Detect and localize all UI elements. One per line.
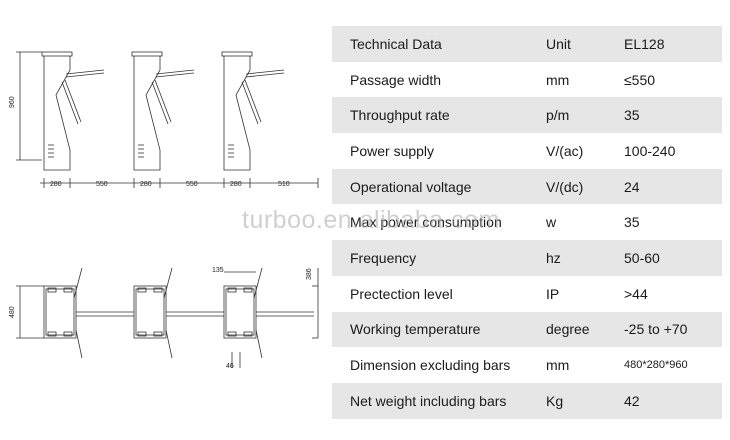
spec-param: Passage width [350, 71, 442, 88]
svg-text:510: 510 [278, 181, 290, 188]
spec-param: Power supply [350, 142, 435, 159]
spec-row: Prectection level IP >44 [332, 276, 722, 312]
height-label: 960 [9, 96, 16, 108]
spec-unit: V/(ac) [546, 142, 584, 159]
spec-row: Dimension excluding bars mm 480*280*960 [332, 347, 722, 383]
spec-value: EL128 [624, 26, 722, 62]
spec-unit: IP [546, 285, 560, 302]
spec-param: Operational voltage [332, 168, 546, 205]
svg-text:280: 280 [50, 181, 62, 188]
spec-param: Dimension excluding bars [350, 357, 511, 374]
technical-drawings: 960 280 550 280 550 280 510 [9, 51, 319, 370]
turnstile-side-3 [221, 51, 285, 171]
svg-text:550: 550 [186, 181, 198, 188]
spec-param: Prectection level [350, 285, 453, 302]
spec-unit: Kg [546, 382, 624, 419]
spec-value: 100-240 [624, 142, 676, 159]
plan-bottom-label: 46 [226, 363, 234, 370]
spec-param: Net weight including bars [332, 382, 546, 419]
svg-text:280: 280 [230, 181, 242, 188]
svg-text:550: 550 [96, 181, 108, 188]
spec-value: ≤550 [624, 71, 656, 88]
plan-view [16, 267, 319, 368]
spec-value: 35 [624, 97, 722, 134]
plan-width-label: 135 [212, 267, 224, 274]
spec-value: 42 [624, 382, 722, 419]
spec-value: 24 [624, 168, 722, 205]
spec-row: Power supply V/(ac) 100-240 [332, 133, 722, 169]
plan-height-label: 480 [9, 306, 16, 318]
spec-unit: mm [546, 71, 570, 88]
spec-param: Technical Data [332, 26, 546, 62]
spec-unit: mm [546, 357, 570, 374]
spec-unit: w [546, 214, 557, 231]
turnstile-side-2 [131, 51, 195, 171]
spec-param: Max power consumption [350, 214, 502, 231]
spec-row: Passage width mm ≤550 [332, 62, 722, 98]
spec-unit: V/(dc) [546, 168, 624, 205]
spec-unit: degree [546, 311, 624, 348]
spec-value: >44 [624, 285, 648, 302]
spec-unit: Unit [546, 26, 624, 62]
spec-unit: hz [546, 240, 624, 276]
plan-right-label: 386 [306, 268, 313, 280]
svg-text:280: 280 [140, 181, 152, 188]
spec-param: Frequency [332, 240, 546, 276]
spec-value: 50-60 [624, 240, 722, 276]
turnstile-plan-3 [223, 267, 314, 359]
spec-value: 480*280*960 [624, 359, 688, 372]
spec-param: Throughput rate [332, 97, 546, 134]
turnstile-plan-1 [43, 267, 134, 359]
side-elevation-view [16, 51, 319, 188]
spec-param: Working temperature [332, 311, 546, 348]
spec-value: -25 to +70 [624, 311, 722, 348]
spec-row: Max power consumption w 35 [332, 204, 722, 240]
turnstile-side-1 [41, 51, 105, 171]
spec-unit: p/m [546, 97, 624, 134]
turnstile-plan-2 [133, 267, 224, 359]
side-dimension-labels: 280 550 280 550 280 510 [50, 181, 290, 188]
spec-value: 35 [624, 214, 640, 231]
